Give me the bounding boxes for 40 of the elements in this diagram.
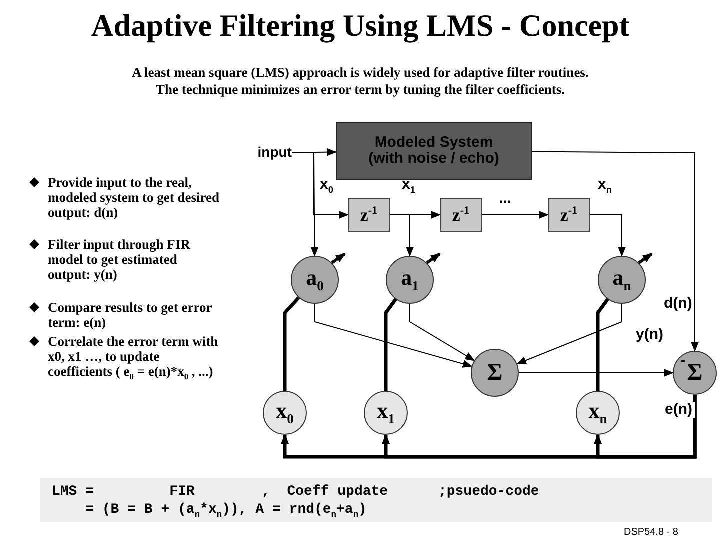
coefficient-circle: a$_{1}$: [386, 256, 434, 304]
code-line: = (B = B + (a$_{n}$*x$_{n}$)), A = rnd(e$_{n}$+a$_{n}$): [84, 502, 367, 520]
minus-sign: -: [681, 352, 686, 368]
delay-box: z$^{-1}$: [548, 198, 590, 232]
bullet-text: Provide input to the real, modeled system to get desired output: d(n): [48, 175, 220, 220]
edge-label: d(n): [662, 296, 694, 312]
slide-title: Adaptive Filtering Using LMS - Concept: [90, 8, 631, 44]
coefficient-circle: a$_{n}$: [598, 256, 646, 304]
connector: [516, 304, 622, 365]
connector: [292, 148, 337, 156]
delay-box: z$^{-1}$: [440, 198, 482, 232]
connector: [594, 395, 697, 459]
connector: [283, 296, 300, 391]
bullet-text: Compare results to get error term: e(n): [48, 300, 213, 330]
slide-number: DSP54.8 - 8: [624, 527, 678, 538]
summing-junction: Σ: [471, 349, 519, 397]
coefficient-circle: a$_{0}$: [291, 256, 339, 304]
edge-label: y(n): [634, 327, 666, 343]
input-label: input: [240, 144, 292, 162]
connector: [482, 211, 549, 219]
sample-circle: x$_{n}$: [576, 391, 620, 435]
subtitle-text: A least mean square (LMS) approach is widely used for adaptive filter routines.: [131, 64, 590, 81]
connector: [384, 298, 398, 391]
connector: [292, 152, 319, 257]
bullet-text: Filter input through FIR model to get estimated output: y(n): [48, 237, 192, 282]
connector: [314, 304, 473, 368]
sample-circle: x$_{1}$: [364, 391, 408, 435]
system-box: Modeled System (with noise / echo): [336, 122, 532, 180]
connector: [410, 304, 476, 362]
bullet-text: Correlate the error term with x0, x1 …, to update coefficients ( e$_{0}$ = e(n)*x$_{0}$ , ...): [48, 334, 220, 384]
sample-circle: x$_{0}$: [263, 391, 307, 435]
connector: [532, 151, 699, 352]
subtitle-text: The technique minimizes an error term by tuning the filter coefficients.: [154, 81, 566, 98]
connector: [596, 298, 610, 391]
connector: [390, 214, 414, 257]
connector: [518, 369, 674, 377]
code-line: LMS = FIR , Coeff update ;psuedo-code: [52, 484, 540, 500]
delay-box: z$^{-1}$: [348, 198, 390, 232]
connector: [590, 214, 626, 257]
edge-label: e(n): [663, 402, 694, 418]
